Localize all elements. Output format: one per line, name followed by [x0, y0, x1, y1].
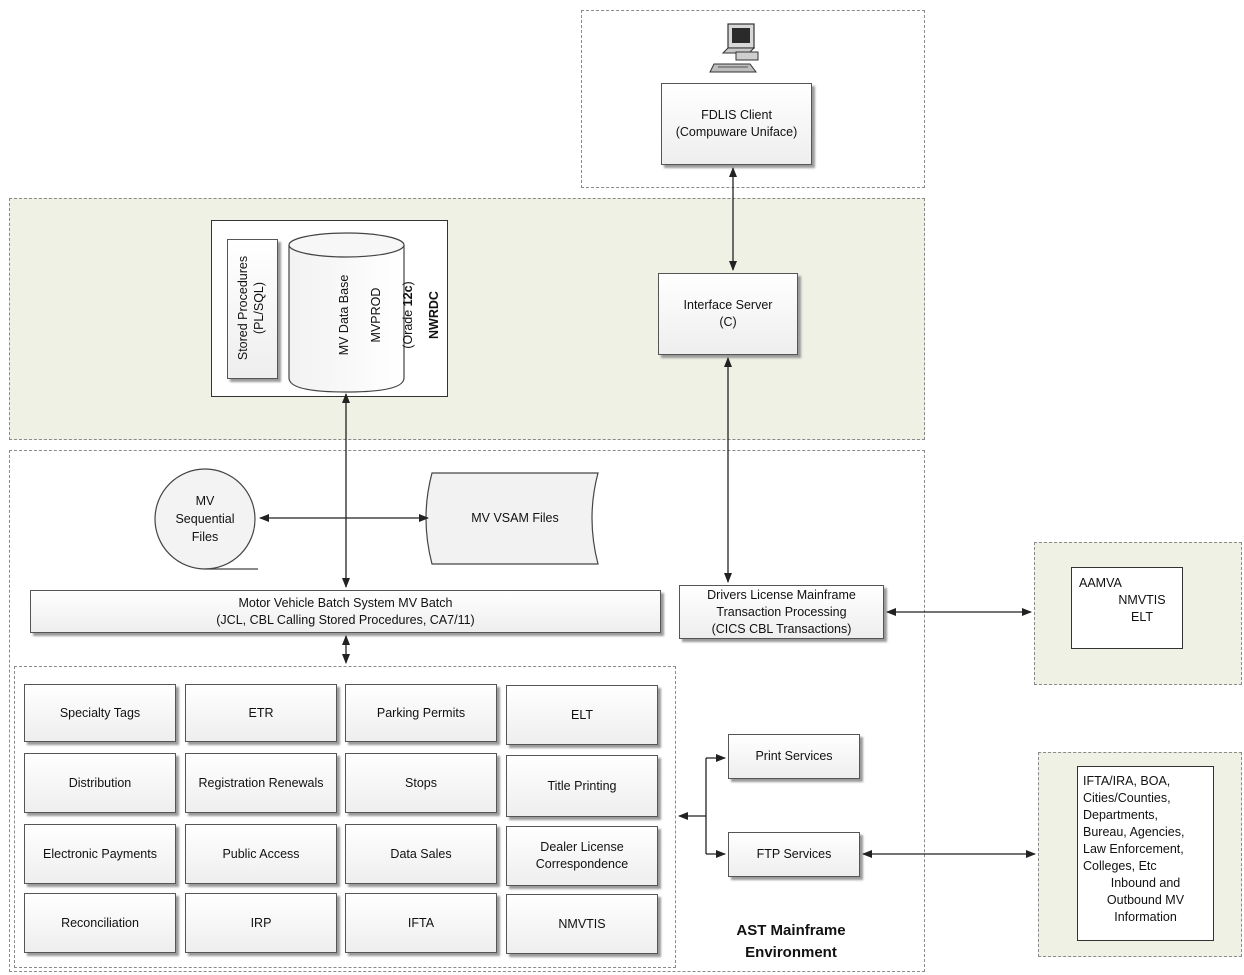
- aamva-label: AAMVA: [1079, 576, 1122, 590]
- stored-procedures-box: [227, 239, 278, 379]
- module-nmvtis: NMVTIS: [506, 894, 658, 954]
- module-distribution: Distribution: [24, 753, 176, 813]
- database-label: MV Data Base MVPROD (Orade 12c): [320, 255, 415, 375]
- ast-mainframe-label: AST Mainframe Environment: [736, 922, 846, 961]
- fdlis-client-box: FDLIS Client (Compuware Uniface): [661, 83, 812, 165]
- module-parking-permits: Parking Permits: [345, 684, 497, 742]
- module-electronic-payments: Electronic Payments: [24, 824, 176, 884]
- interface-server-box: Interface Server (C): [658, 273, 798, 355]
- mv-batch-box: Motor Vehicle Batch System MV Batch (JCL…: [30, 590, 661, 633]
- module-specialty-tags: Specialty Tags: [24, 684, 176, 742]
- mv-sequential-label: MV Sequential Files: [175, 494, 235, 544]
- database-instance: MVPROD: [369, 287, 383, 343]
- ast-mainframe-region: [9, 450, 925, 972]
- module-stops: Stops: [345, 753, 497, 813]
- external-entities-list: IFTA/IRA, BOA, Cities/Counties, Departme…: [1083, 774, 1185, 873]
- module-reconciliation: Reconciliation: [24, 893, 176, 953]
- module-etr: ETR: [185, 684, 337, 742]
- aamva-box: AAMVA NMVTIS ELT: [1071, 567, 1183, 649]
- module-title-printing: Title Printing: [506, 755, 658, 817]
- module-irp: IRP: [185, 893, 337, 953]
- nmvtis-label: NMVTIS: [1118, 593, 1166, 607]
- print-services-box: Print Services: [728, 734, 860, 779]
- desktop-computer-icon: [706, 22, 766, 74]
- module-elt: ELT: [506, 685, 658, 745]
- modules-region: [14, 666, 676, 968]
- mv-vsam-label: MV VSAM Files: [471, 511, 559, 525]
- module-registration-renewals: Registration Renewals: [185, 753, 337, 813]
- external-entities-box: IFTA/IRA, BOA, Cities/Counties, Departme…: [1077, 766, 1214, 941]
- module-ifta: IFTA: [345, 893, 497, 953]
- module-dealer-license-correspondence: Dealer License Correspondence: [506, 826, 658, 886]
- database-version: (Orade 12c): [401, 281, 415, 349]
- module-public-access: Public Access: [185, 824, 337, 884]
- database-name: MV Data Base: [337, 274, 351, 356]
- drivers-license-box: Drivers License Mainframe Transaction Pr…: [679, 585, 884, 639]
- external-flow-label: Inbound and Outbound MV Information: [1106, 876, 1185, 924]
- client-region: [581, 10, 925, 188]
- ftp-services-box: FTP Services: [728, 832, 860, 877]
- elt-label: ELT: [1131, 610, 1153, 624]
- module-data-sales: Data Sales: [345, 824, 497, 884]
